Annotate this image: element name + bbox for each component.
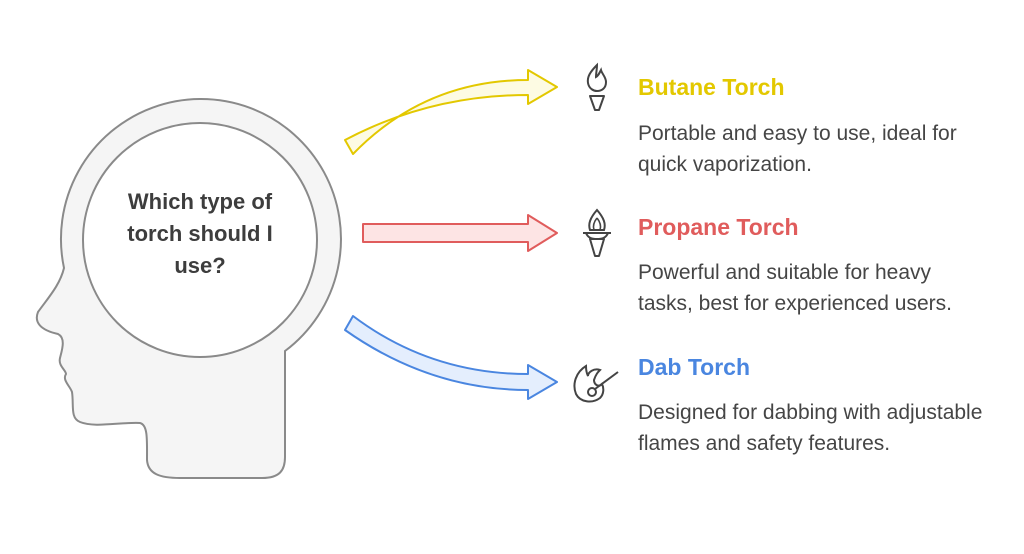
option-title-propane: Propane Torch [638, 214, 799, 240]
arrow-dab [344, 315, 558, 400]
option-title-dab: Dab Torch [638, 354, 751, 380]
option-desc-dab: Designed for dabbing with adjustable fla… [638, 401, 983, 455]
thought-circle [82, 122, 318, 358]
question-text: Which type of torch should I use? [127, 189, 273, 278]
torch-flame-icon [586, 62, 608, 111]
dab-tool-icon [573, 364, 619, 403]
option-desc-propane: Powerful and suitable for heavy tasks, b… [638, 261, 952, 315]
arrow-propane [362, 214, 558, 252]
arrow-butane [344, 69, 558, 155]
option-title-butane: Butane Torch [638, 74, 785, 100]
option-desc-butane: Portable and easy to use, ideal for quic… [638, 122, 957, 176]
olympic-torch-icon [583, 208, 611, 257]
